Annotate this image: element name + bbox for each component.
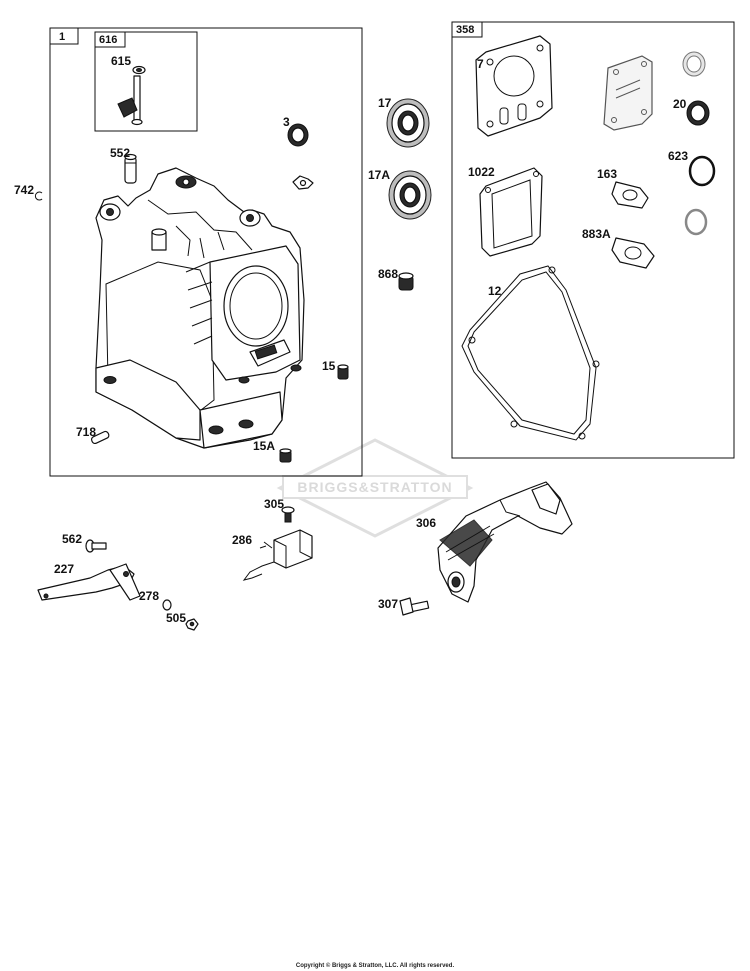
group-label-358: 358 <box>456 24 474 36</box>
part-616-governor-shaft <box>117 75 143 126</box>
gray-seal <box>682 51 706 77</box>
label-7: 7 <box>477 57 484 71</box>
group-label-1: 1 <box>59 31 65 43</box>
part-306-blower-housing <box>437 481 573 603</box>
part-552-sleeve <box>124 153 137 184</box>
label-17a: 17A <box>368 168 390 182</box>
part-163-gasket <box>611 181 649 209</box>
valve-gasket <box>603 55 653 131</box>
label-286: 286 <box>232 533 252 547</box>
watermark-text: BRIGGS&STRATTON <box>297 479 452 495</box>
label-3: 3 <box>283 115 290 129</box>
part-1-crankcase <box>95 167 305 449</box>
label-1022: 1022 <box>468 165 495 179</box>
label-868: 868 <box>378 267 398 281</box>
part-20-seal <box>686 100 710 126</box>
part-742-clip <box>34 191 43 201</box>
group-box-616 <box>94 31 198 132</box>
label-15a: 15A <box>253 439 275 453</box>
part-305-screw <box>281 506 295 523</box>
label-562: 562 <box>62 532 82 546</box>
lock-washer <box>292 175 314 190</box>
label-623: 623 <box>668 149 688 163</box>
label-307: 307 <box>378 597 398 611</box>
brand-watermark: BRIGGS&STRATTON <box>276 438 474 538</box>
part-883a-gasket <box>611 237 655 269</box>
part-562-screw <box>85 539 107 553</box>
part-7-head-gasket <box>475 35 553 137</box>
label-227: 227 <box>54 562 74 576</box>
group-label-616: 616 <box>99 34 117 46</box>
label-163: 163 <box>597 167 617 181</box>
label-718: 718 <box>76 425 96 439</box>
label-12: 12 <box>488 284 502 298</box>
label-552: 552 <box>110 146 130 160</box>
part-505-nut <box>185 618 199 631</box>
group-box-1 <box>49 27 363 477</box>
part-868-fitting <box>398 272 414 291</box>
label-883a: 883A <box>582 227 611 241</box>
part-307-bolt <box>399 597 430 616</box>
part-12-crankcase-gasket <box>461 265 600 441</box>
label-278: 278 <box>139 589 159 603</box>
part-278-washer <box>162 599 172 611</box>
part-17a-bearing <box>388 170 432 220</box>
label-615: 615 <box>111 54 131 68</box>
label-306: 306 <box>416 516 436 530</box>
part-615-clip <box>132 65 146 75</box>
part-286-ignition-module <box>242 529 313 581</box>
group-box-358 <box>451 21 735 459</box>
part-718-pin <box>90 430 110 445</box>
label-305: 305 <box>264 497 284 511</box>
part-623-oring <box>688 155 716 187</box>
label-15: 15 <box>322 359 336 373</box>
part-227-governor-lever <box>37 563 141 601</box>
label-742: 742 <box>14 183 34 197</box>
part-1022-gasket <box>479 167 543 257</box>
copyright-footer: Copyright © Briggs & Stratton, LLC. All … <box>295 963 455 969</box>
part-15a-bushing <box>279 448 292 463</box>
part-3-seal <box>287 123 309 147</box>
gray-oring <box>684 208 708 236</box>
label-20: 20 <box>673 97 687 111</box>
part-17-bearing <box>386 98 430 148</box>
part-15-bushing <box>337 364 349 380</box>
label-505: 505 <box>166 611 186 625</box>
label-17: 17 <box>378 96 392 110</box>
